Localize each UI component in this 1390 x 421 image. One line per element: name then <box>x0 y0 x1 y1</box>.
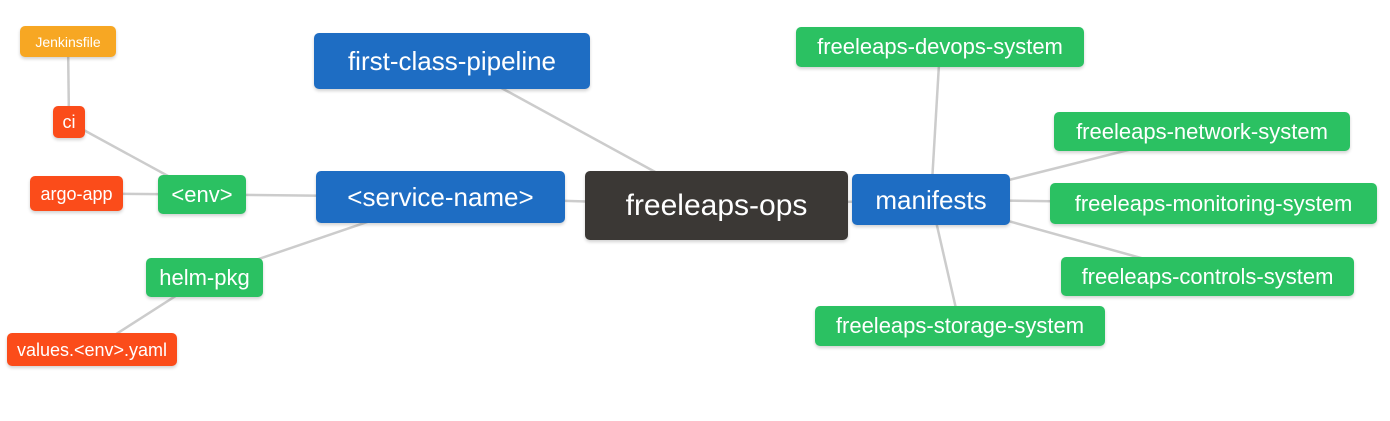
node-argo-app[interactable]: argo-app <box>30 176 123 211</box>
node-network-system[interactable]: freeleaps-network-system <box>1054 112 1350 151</box>
node-env[interactable]: <env> <box>158 175 246 214</box>
node-manifests[interactable]: manifests <box>852 174 1010 225</box>
node-service-name[interactable]: <service-name> <box>316 171 565 223</box>
node-ci[interactable]: ci <box>53 106 85 138</box>
node-first-class-pipeline[interactable]: first-class-pipeline <box>314 33 590 89</box>
node-freeleaps-ops[interactable]: freeleaps-ops <box>585 171 848 240</box>
node-jenkinsfile[interactable]: Jenkinsfile <box>20 26 116 57</box>
node-helm-pkg[interactable]: helm-pkg <box>146 258 263 297</box>
node-storage-system[interactable]: freeleaps-storage-system <box>815 306 1105 346</box>
node-devops-system[interactable]: freeleaps-devops-system <box>796 27 1084 67</box>
node-values-env-yaml[interactable]: values.<env>.yaml <box>7 333 177 366</box>
node-controls-system[interactable]: freeleaps-controls-system <box>1061 257 1354 296</box>
node-monitoring-system[interactable]: freeleaps-monitoring-system <box>1050 183 1377 224</box>
